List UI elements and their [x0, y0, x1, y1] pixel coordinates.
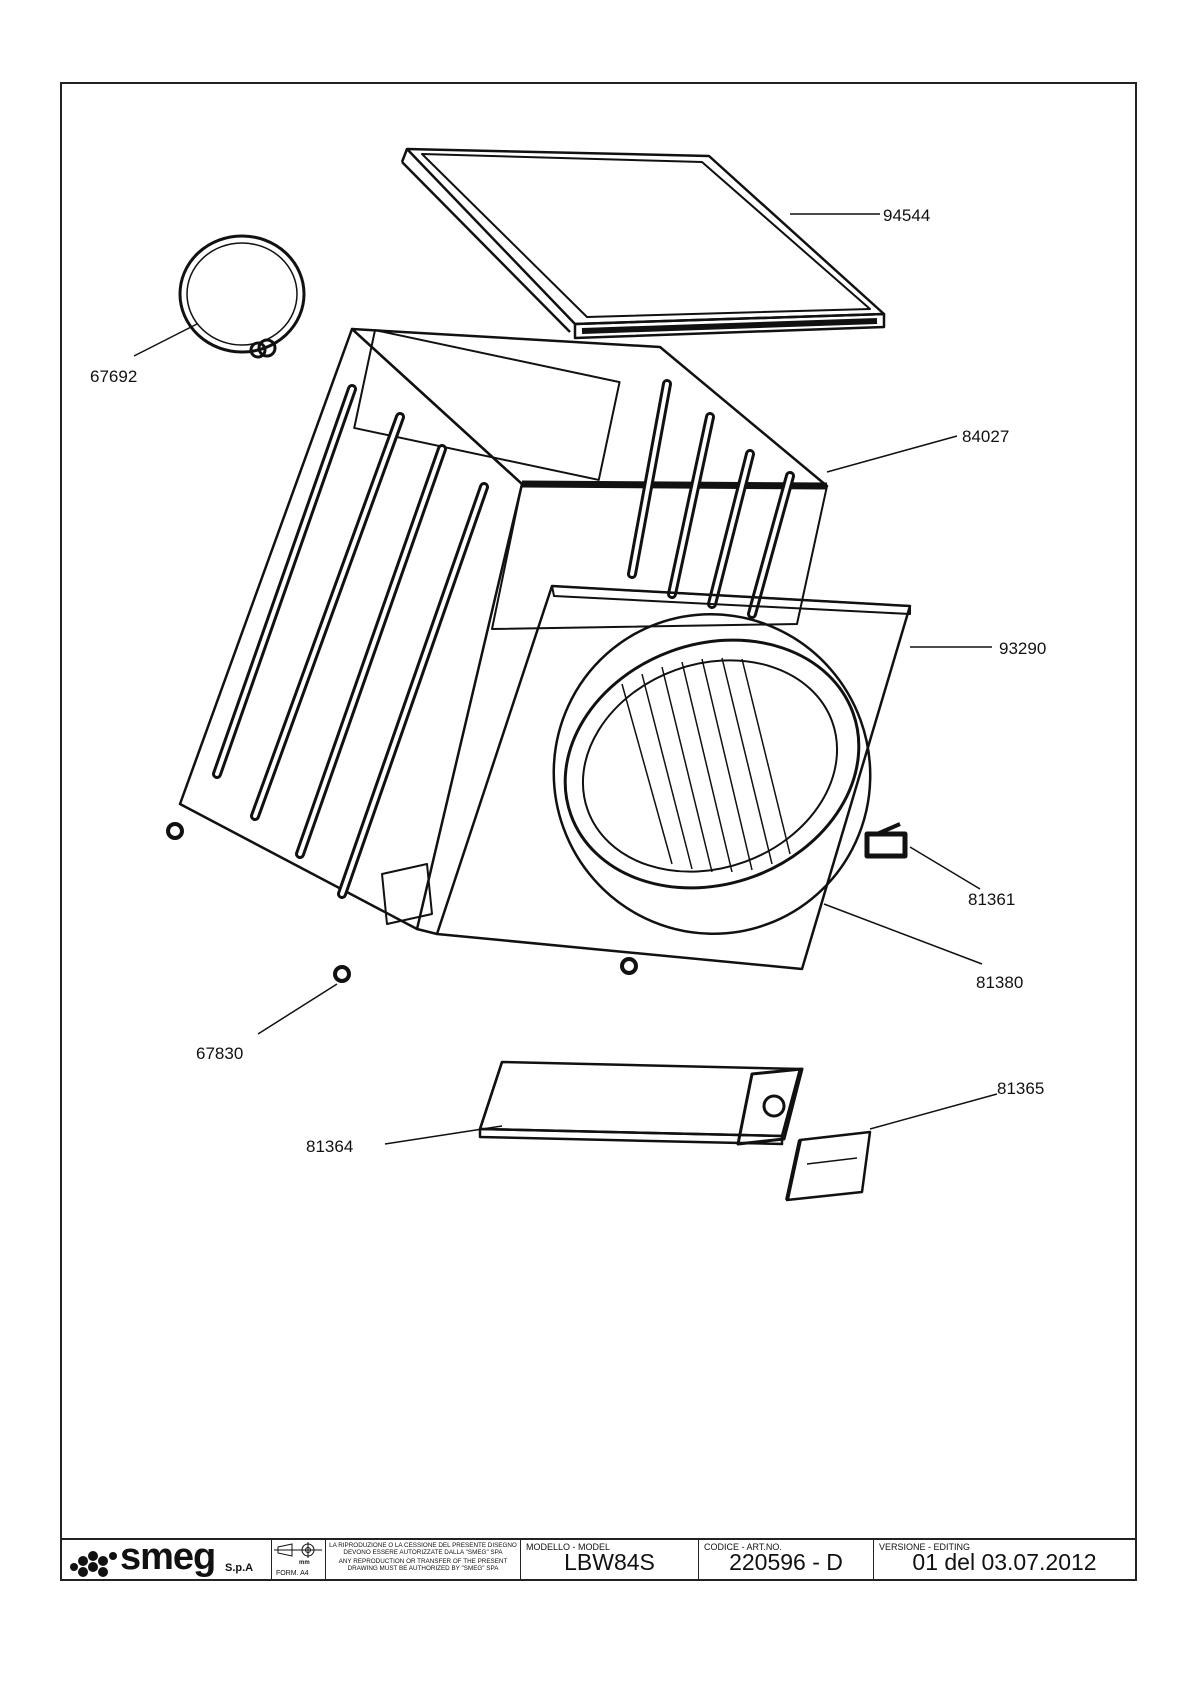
cabinet-part: [178, 327, 829, 936]
version-caption: VERSIONE - EDITING: [879, 1542, 971, 1552]
smeg-logo-text: smeg: [120, 1536, 216, 1578]
top-lid-part: [400, 147, 886, 340]
version-cell: VERSIONE - EDITING 01 del 03.07.2012: [874, 1540, 1135, 1579]
hinge-part: [864, 822, 908, 859]
code-cell: CODICE - ART.NO. 220596 - D: [699, 1540, 874, 1579]
model-cell: MODELLO - MODEL LBW84S: [521, 1540, 699, 1579]
front-panel-part: [435, 584, 912, 971]
code-caption: CODICE - ART.NO.: [704, 1542, 782, 1552]
callout-81365: 81365: [997, 1079, 1045, 1098]
filter-cover-part: [785, 1130, 872, 1202]
brand-suffix: S.p.A: [225, 1562, 254, 1574]
plinth-part: [478, 1060, 804, 1146]
exploded-view-drawing: [133, 147, 998, 1202]
unit-label: mm: [299, 1560, 310, 1566]
smeg-logo-dots-icon: [70, 1551, 117, 1577]
callout-67692: 67692: [90, 367, 138, 386]
notice-cell: LA RIPRODUZIONE O LA CESSIONE DEL PRESEN…: [326, 1540, 521, 1579]
callout-81380: 81380: [976, 973, 1024, 992]
title-block: smeg S.p.A mm FORM. A4 LA RIPRODUZIONE O…: [60, 1536, 1137, 1581]
projection-symbol-icon: [274, 1542, 322, 1558]
callout-81364: 81364: [306, 1137, 354, 1156]
unit-cell: mm FORM. A4: [272, 1540, 326, 1579]
callout-94544: 94544: [883, 206, 931, 225]
copyright-notice-it: LA RIPRODUZIONE O LA CESSIONE DEL PRESEN…: [329, 1542, 517, 1556]
hose-ring-part: [178, 234, 306, 359]
callout-67830: 67830: [196, 1044, 244, 1063]
foot-part: [166, 822, 638, 983]
version-value: 01 del 03.07.2012: [912, 1549, 1097, 1575]
brand-cell: smeg S.p.A: [62, 1536, 272, 1579]
model-caption: MODELLO - MODEL: [526, 1542, 611, 1552]
callout-93290: 93290: [999, 639, 1047, 658]
callout-81361: 81361: [968, 890, 1016, 909]
code-value: 220596 - D: [729, 1549, 843, 1575]
model-value: LBW84S: [564, 1549, 655, 1575]
callout-84027: 84027: [962, 427, 1010, 446]
copyright-notice-en: ANY REPRODUCTION OR TRANSFER OF THE PRES…: [338, 1558, 508, 1572]
drawing-sheet: 94544 67692 84027 93290 81361 81380 6783…: [60, 82, 1137, 1581]
leader-lines: [133, 213, 998, 1145]
format-label: FORM. A4: [276, 1570, 309, 1577]
